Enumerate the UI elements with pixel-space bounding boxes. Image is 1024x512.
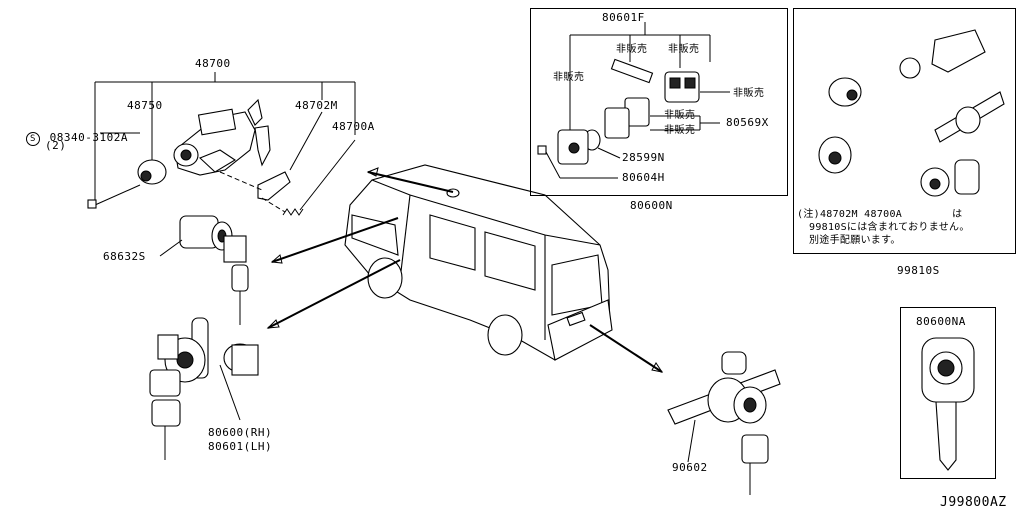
label-48750: 48750 [127, 99, 163, 112]
label-bolt-qty: (2) [45, 139, 67, 152]
label-99810s: 99810S [897, 264, 940, 277]
label-48700a: 48700A [332, 120, 375, 133]
kit-80600n-parts [537, 22, 730, 179]
rear-door-lock-90602 [667, 351, 781, 495]
retainer-48702m [219, 171, 291, 201]
note-line2: 99810Sには含まれておりません。 [809, 222, 970, 233]
label-68632s: 68632S [103, 250, 146, 263]
van-illustration [344, 164, 613, 361]
label-90602: 90602 [672, 461, 708, 474]
label-not-for-sale-3: 非販売 [553, 72, 585, 83]
bolt-callout: S 08340-3102A [26, 126, 128, 146]
note-line3: 別途手配願います。 [809, 235, 901, 246]
label-80600na: 80600NA [916, 315, 966, 328]
label-not-for-sale-5: 非販売 [664, 110, 696, 121]
kit-80600n-box [530, 8, 788, 196]
door-lock-68632s [159, 215, 249, 325]
label-not-for-sale-1: 非販売 [616, 44, 648, 55]
kit-99810s-box [793, 8, 1016, 254]
ignition-leader-lines [94, 72, 356, 211]
note-99810s: (注)48702M 48700A は 99810Sには含まれておりません。 別途手… [797, 208, 970, 247]
key-80600na [921, 337, 975, 471]
spring-48700a [261, 197, 304, 216]
label-80601lh: 80601(LH) [208, 440, 273, 453]
label-80569x: 80569X [726, 116, 769, 129]
label-80600rh: 80600(RH) [208, 426, 273, 439]
label-48702m: 48702M [295, 99, 338, 112]
label-bolt: 08340-3102A [49, 131, 128, 144]
kit-99810s-parts [818, 29, 1005, 197]
label-48700: 48700 [195, 57, 231, 70]
key-cylinder-48750 [94, 159, 167, 206]
label-80601f: 80601F [602, 11, 645, 24]
label-not-for-sale-2: 非販売 [668, 44, 700, 55]
key-80600na-box [900, 307, 996, 479]
label-28599n: 28599N [622, 151, 665, 164]
label-not-for-sale-4: 非販売 [733, 88, 765, 99]
label-80600n: 80600N [630, 199, 673, 212]
bolt [87, 199, 97, 209]
symbol-s: S [26, 132, 40, 146]
note-line1-a: (注)48702M 48700A [797, 209, 903, 220]
side-door-lock-80600 [149, 317, 259, 460]
label-80604h: 80604H [622, 171, 665, 184]
ignition-lock-assembly [173, 98, 271, 176]
callout-arrows [266, 167, 664, 373]
diagram-id: J99800AZ [940, 495, 1007, 510]
label-not-for-sale-6: 非販売 [664, 125, 696, 136]
note-line1-b: は [952, 209, 963, 220]
